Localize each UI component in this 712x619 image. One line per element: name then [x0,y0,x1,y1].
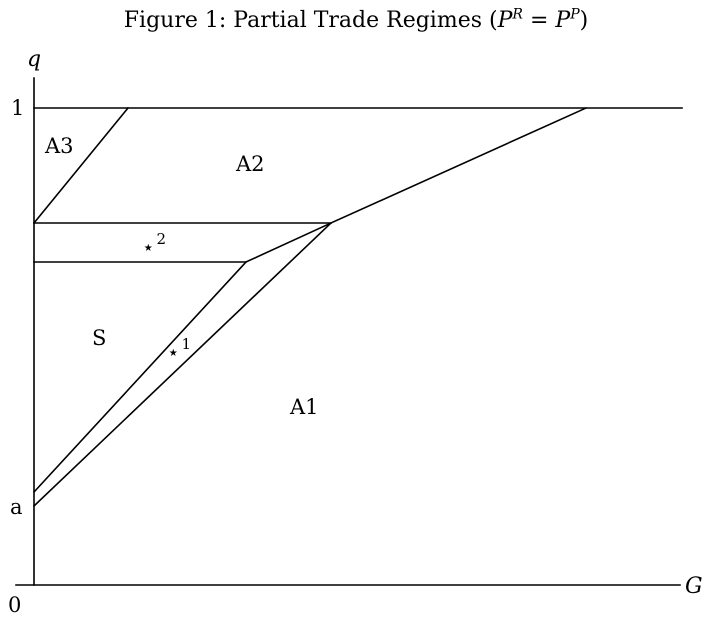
title-p2-base: P [555,8,571,33]
figure-title: Figure 1: Partial Trade Regimes (PR = PP… [0,8,712,33]
region-a2-label: A2 [235,152,265,176]
star-1-glyph: ⋆ [167,340,180,364]
title-p2-sup: P [570,6,580,23]
a3-boundary [32,106,130,225]
star-1-superscript: 1 [182,335,192,353]
star-marker-1: ⋆1 [167,335,191,364]
title-suffix: ) [579,8,589,33]
s-to-junction-boundary [244,221,333,264]
origin-label: 0 [8,593,21,617]
region-a1-label: A1 [289,395,319,419]
title-prefix: Figure 1: Partial Trade Regimes ( [123,8,498,33]
title-equals: = [522,8,556,33]
title-p1-sup: R [512,6,523,23]
a2-lower-boundary [329,106,588,225]
a1-diagonal-boundary [32,221,333,508]
star-2-superscript: 2 [157,230,167,248]
title-p1-base: P [497,8,513,33]
star-marker-2: ⋆2 [142,230,166,259]
x-axis-label: G [685,574,703,599]
y-tick-a: a [10,495,23,519]
s-diagonal-boundary [32,260,248,494]
y-tick-one: 1 [11,96,24,120]
star-2-glyph: ⋆ [142,235,155,259]
region-s-label: S [92,326,106,350]
y-axis-label: q [27,47,41,72]
region-a3-label: A3 [44,134,74,158]
